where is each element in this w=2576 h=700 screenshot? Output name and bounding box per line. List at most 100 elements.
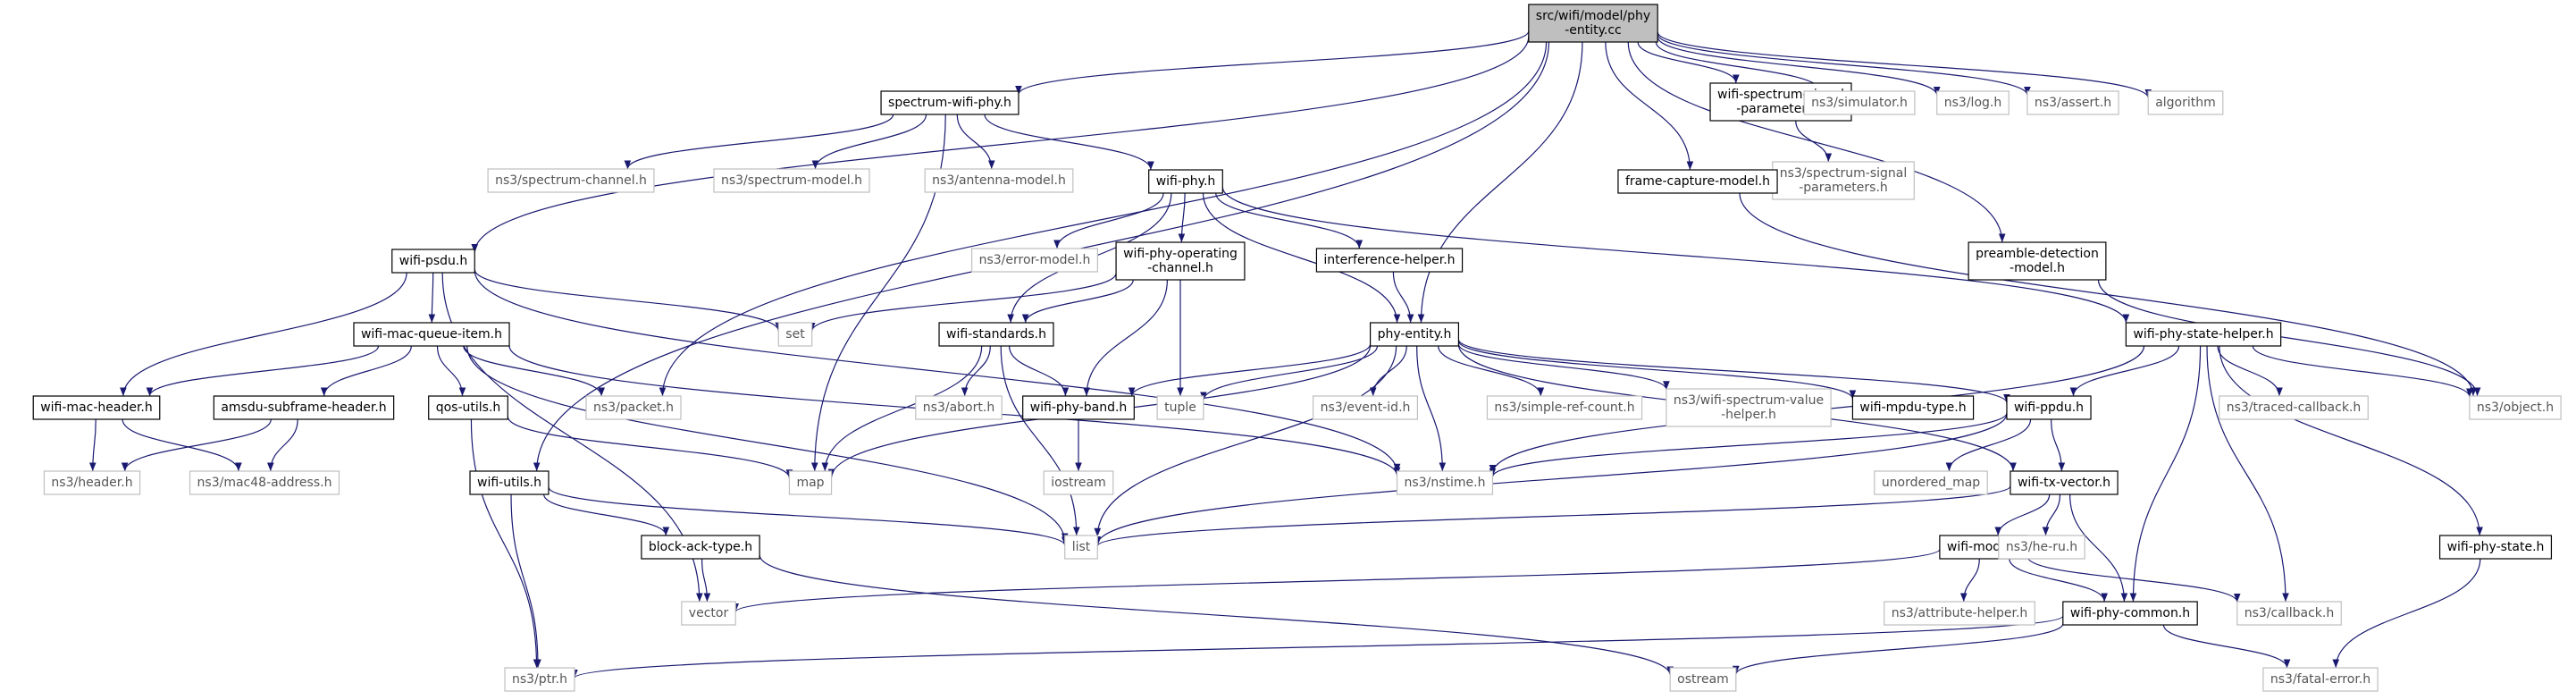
node-label: iostream (1051, 476, 1106, 490)
node-box (924, 168, 1074, 193)
node-wifi-phy[interactable]: wifi-phy.h (1148, 169, 1223, 194)
node-box (2125, 322, 2282, 347)
node-wifi-mpdu-type[interactable]: wifi-mpdu-type.h (1851, 395, 1975, 420)
node-box (1312, 395, 1419, 420)
node-label: list (1072, 540, 1091, 554)
edge-wifi-standards-to-list (1000, 345, 1080, 536)
node-ns3-error-model: ns3/error-model.h (971, 248, 1098, 273)
node-box (2469, 395, 2562, 420)
edge-wifi-phy-state-helper-to-ns3-object (2252, 345, 2473, 398)
node-preamble-detection-model[interactable]: preamble-detection-model.h (1968, 241, 2107, 281)
node-label: ns3/event-id.h (1321, 401, 1411, 415)
node-box (585, 395, 682, 420)
edge-wifi-ppdu-to-list (1094, 413, 2008, 545)
node-box (1884, 601, 2035, 626)
edge-wifi-utils-to-ns3-ptr (510, 493, 541, 669)
node-block-ack-type[interactable]: block-ack-type.h (641, 535, 760, 560)
edge-wifi-phy-to-ns3-error-model (1053, 192, 1164, 249)
node-ns3-packet: ns3/packet.h (585, 395, 682, 420)
edge-wifi-tx-vector-to-wifi-mode (1994, 493, 2051, 536)
node-label: ns3/object.h (2477, 401, 2554, 415)
edge-wifi-standards-to-wifi-phy-band (1008, 345, 1070, 397)
node-wifi-utils[interactable]: wifi-utils.h (469, 470, 550, 495)
node-ns3-traced-callback: ns3/traced-callback.h (2219, 395, 2369, 420)
node-iostream: iostream (1043, 470, 1114, 495)
node-ns3-he-ru: ns3/he-ru.h (1998, 535, 2085, 560)
edge-phy-entity-to-wifi-ppdu (1457, 339, 2010, 403)
node-box (788, 470, 833, 495)
node-label: wifi-mpdu-type.h (1859, 401, 1966, 415)
node-ns3-antenna-model: ns3/antenna-model.h (924, 168, 1074, 193)
edge-wifi-utils-to-list (548, 486, 1069, 546)
node-box (391, 249, 475, 274)
edge-wifi-phy-state-to-ns3-fatal-error (2332, 558, 2481, 669)
node-wifi-tx-vector[interactable]: wifi-tx-vector.h (2010, 470, 2119, 495)
edge-wifi-phy-state-helper-to-ns3-callback (2206, 345, 2289, 603)
node-label: ns3/nstime.h (1405, 476, 1486, 490)
node-label: wifi-standards.h (946, 327, 1046, 342)
node-wifi-psdu[interactable]: wifi-psdu.h (391, 249, 475, 274)
edge-root-to-ns3-packet (659, 41, 1548, 397)
node-wifi-phy-state[interactable]: wifi-phy-state.h (2438, 535, 2553, 560)
edge-wifi-psdu-to-wifi-mac-header (120, 272, 407, 397)
node-label: src/wifi/model/phy (1536, 9, 1650, 23)
node-root[interactable]: src/wifi/model/phy-entity.cc (1528, 4, 1658, 43)
edge-phy-entity-to-list (1094, 345, 1397, 537)
node-label: wifi-ppdu.h (2014, 401, 2084, 415)
node-label: wifi-mac-header.h (40, 401, 153, 415)
edge-phy-entity-to-ns3-wifi-spectrum-value-helper (1457, 343, 1670, 391)
edge-wifi-mac-header-to-ns3-mac48-address (122, 418, 242, 472)
node-ns3-callback: ns3/callback.h (2236, 601, 2342, 626)
node-box (777, 322, 813, 347)
edge-wifi-phy-to-wifi-phy-operating-channel (1178, 192, 1186, 243)
node-label: -entity.cc (1565, 23, 1622, 38)
node-qos-utils[interactable]: qos-utils.h (428, 395, 508, 420)
node-box (681, 601, 736, 626)
node-ns3-spectrum-channel: ns3/spectrum-channel.h (487, 168, 655, 193)
node-spectrum-wifi-phy[interactable]: spectrum-wifi-phy.h (880, 90, 1019, 115)
node-label: ns3/wifi-spectrum-value (1674, 393, 1824, 408)
edge-spectrum-wifi-phy-to-ns3-spectrum-model (811, 114, 927, 170)
edge-wifi-tx-vector-to-list (1094, 485, 2011, 547)
edge-wifi-ppdu-to-unordered-map (1945, 418, 2032, 472)
edge-wifi-mode-to-wifi-phy-common (2009, 558, 2108, 603)
node-label: ns3/simple-ref-count.h (1494, 401, 1634, 415)
node-wifi-ppdu[interactable]: wifi-ppdu.h (2006, 395, 2092, 420)
node-map: map (788, 470, 833, 495)
node-ns3-wifi-spectrum-value-helper: ns3/wifi-spectrum-value-helper.h (1666, 388, 1832, 427)
node-label: ns3/abort.h (923, 401, 994, 415)
node-box (32, 395, 161, 420)
node-ns3-simple-ref-count: ns3/simple-ref-count.h (1486, 395, 1643, 420)
node-frame-capture-model[interactable]: frame-capture-model.h (1617, 169, 1778, 194)
node-wifi-phy-operating-channel[interactable]: wifi-phy-operating-channel.h (1115, 241, 1246, 281)
node-wifi-standards[interactable]: wifi-standards.h (938, 322, 1054, 347)
node-box (1998, 535, 2085, 560)
node-ostream: ostream (1669, 667, 1737, 692)
node-label: ns3/callback.h (2245, 606, 2334, 620)
node-wifi-phy-common[interactable]: wifi-phy-common.h (2062, 601, 2198, 626)
node-box (2262, 667, 2379, 692)
node-wifi-mac-queue-item[interactable]: wifi-mac-queue-item.h (353, 322, 510, 347)
edge-interference-helper-to-phy-entity (1392, 271, 1414, 324)
edge-block-ack-type-to-ostream (759, 554, 1674, 676)
edge-wifi-phy-to-wifi-phy-state-helper (1221, 187, 2130, 324)
node-wifi-phy-band[interactable]: wifi-phy-band.h (1022, 395, 1135, 420)
edge-wifi-standards-to-ns3-abort (961, 345, 991, 397)
node-label: wifi-phy-common.h (2070, 606, 2190, 620)
edge-phy-entity-to-wifi-mpdu-type (1457, 341, 1857, 400)
node-amsdu-subframe-header[interactable]: amsdu-subframe-header.h (213, 395, 395, 420)
edge-wifi-phy-to-interference-helper (1215, 192, 1364, 249)
edge-frame-capture-model-to-ns3-object (1739, 192, 2477, 397)
node-wifi-mac-header[interactable]: wifi-mac-header.h (32, 395, 161, 420)
edge-wifi-mac-header-to-ns3-header (88, 418, 96, 472)
node-wifi-phy-state-helper[interactable]: wifi-phy-state-helper.h (2125, 322, 2282, 347)
edge-wifi-mac-queue-item-to-amsdu-subframe-header (320, 345, 412, 397)
node-label: ns3/header.h (51, 476, 132, 490)
node-phy-entity[interactable]: phy-entity.h (1369, 322, 1460, 347)
node-interference-helper[interactable]: interference-helper.h (1315, 248, 1464, 273)
edge-spectrum-wifi-phy-to-wifi-phy (984, 114, 1154, 171)
node-box (1396, 470, 1494, 495)
node-label: ns3/packet.h (593, 401, 674, 415)
node-label: ns3/mac48-address.h (197, 476, 332, 490)
node-label: ns3/error-model.h (979, 253, 1091, 267)
